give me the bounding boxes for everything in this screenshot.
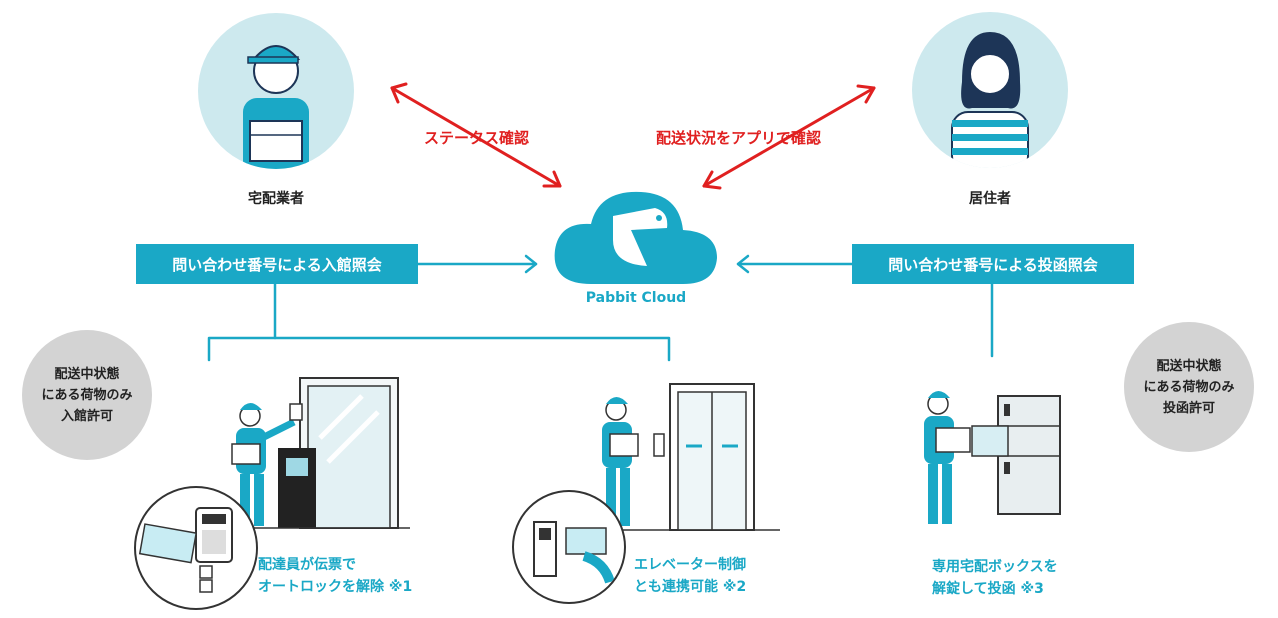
elevator-caption: エレベーター制御 とも連携可能 ※2 [634,554,746,598]
badge-line: 投函許可 [1162,400,1215,416]
badge-line: にある荷物のみ [1143,379,1235,395]
badge-line: 配送中状態 [1156,358,1222,374]
courier-illustration [243,45,309,169]
caption-line: 配達員が伝票で [258,557,356,573]
caption-line: 解錠して投函 ※3 [932,581,1044,597]
box-permission-badge: 配送中状態 にある荷物のみ 投函許可 [1124,322,1254,452]
elevator-panel-illustration [533,521,615,584]
elevator-scene-illustration [590,383,780,531]
card-reader-illustration [138,507,233,593]
resident-illustration [951,32,1029,168]
card-reader-closeup [134,486,258,610]
resident-role-label: 居住者 [969,191,1011,207]
box-caption: 専用宅配ボックスを 解錠して投函 ※3 [932,556,1058,600]
caption-line: オートロックを解除 ※1 [258,579,413,595]
badge-line: 入館許可 [60,408,113,424]
cloud-icon [554,191,717,284]
status-check-label: ステータス確認 [424,129,530,147]
courier-role-label: 宅配業者 [248,191,304,207]
courier-avatar [198,13,354,169]
box-query-bar: 問い合わせ番号による投函照会 [852,244,1134,284]
badge-line: 配送中状態 [54,366,120,382]
badge-line: にある荷物のみ [41,387,133,403]
app-check-label: 配送状況をアプリで確認 [656,129,822,147]
cloud-label: Pabbit Cloud [585,290,687,306]
unlock-caption: 配達員が伝票で オートロックを解除 ※1 [258,554,412,598]
entry-query-bar: 問い合わせ番号による入館照会 [136,244,418,284]
elevator-panel-closeup [512,490,626,604]
resident-avatar [912,12,1068,168]
entry-permission-badge: 配送中状態 にある荷物のみ 入館許可 [22,330,152,460]
caption-line: とも連携可能 ※2 [634,579,747,595]
caption-line: 専用宅配ボックスを [932,559,1058,575]
autolock-scene-illustration [140,377,410,529]
caption-line: エレベーター制御 [634,557,746,573]
delivery-box-scene-illustration [924,391,1061,524]
